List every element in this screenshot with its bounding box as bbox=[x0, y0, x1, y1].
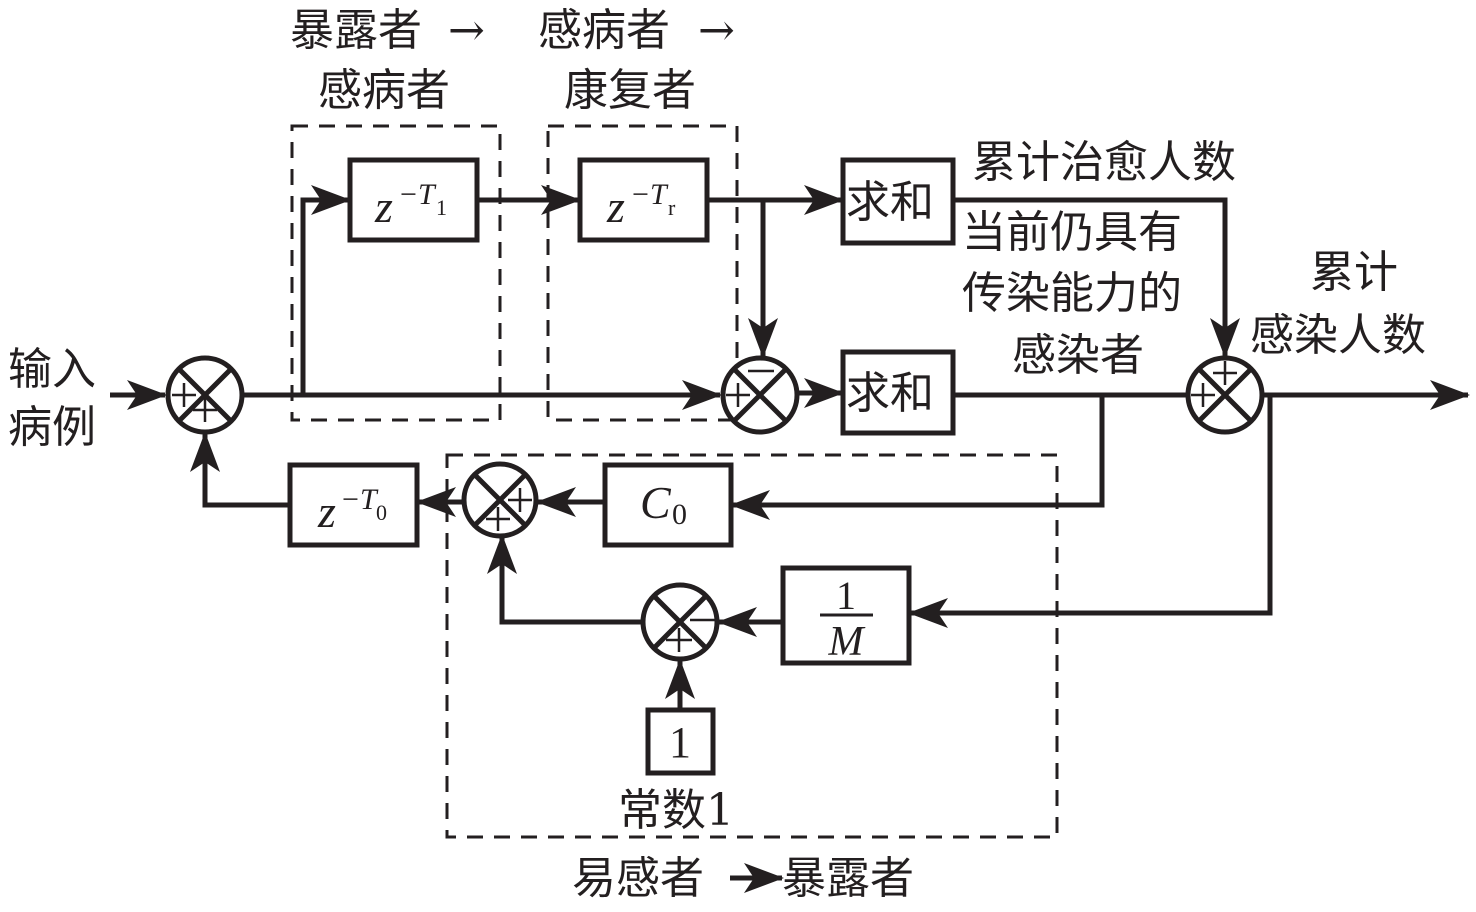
plus-sign-left bbox=[726, 383, 750, 407]
plus-sign-left bbox=[1191, 383, 1215, 407]
plus-sign-top bbox=[1213, 361, 1237, 385]
sick-to-recovered-group-box bbox=[546, 124, 739, 422]
gain-inv-m-denominator: M bbox=[828, 619, 866, 665]
summing-junction-m bbox=[640, 582, 720, 662]
cum-recovered-to-sum-output-line bbox=[953, 197, 1240, 358]
gain-inv-m-numerator: 1 bbox=[836, 573, 856, 618]
delay-tr-exp-sub: r bbox=[668, 195, 676, 220]
cumulative-recovered-label: 累计治愈人数 bbox=[972, 137, 1236, 188]
stage2-arrow-glyph: → bbox=[698, 5, 735, 56]
constant-value: 1 bbox=[669, 718, 691, 767]
delay-t0-base: z bbox=[317, 486, 336, 537]
constant-block: 1 bbox=[645, 707, 716, 776]
delay-t0-exp-var: T bbox=[360, 483, 379, 516]
stage1-label-line2: 感病者 bbox=[318, 65, 450, 116]
infectious-to-c0-line bbox=[730, 395, 1105, 520]
input-label-line2: 病例 bbox=[8, 402, 96, 453]
branch-to-delay-t1 bbox=[300, 185, 351, 395]
stage3-label-to: 暴露者 bbox=[782, 853, 914, 904]
input-label-line1: 输入 bbox=[8, 344, 96, 395]
delay-t1-exp-sign: − bbox=[400, 178, 417, 211]
delay-tr-exp-sign: − bbox=[632, 178, 649, 211]
delay-tr-exp-var: T bbox=[650, 178, 669, 211]
plus-sign-left bbox=[172, 383, 196, 407]
cumulative-infected-label-line2: 感染人数 bbox=[1250, 310, 1426, 361]
summing-junction-output bbox=[1185, 355, 1265, 435]
cumulative-infected-label-line1: 累计 bbox=[1310, 247, 1398, 298]
summing-junction-difference bbox=[720, 355, 800, 435]
stage1-arrow-glyph: → bbox=[448, 5, 485, 56]
output-to-inv-m-line bbox=[908, 395, 1273, 628]
delay-block-tr: z − T r bbox=[577, 157, 710, 243]
summing-junction-input bbox=[165, 355, 245, 435]
sum-m-to-sum-c0-line bbox=[487, 534, 642, 625]
stage2-label-line1: 感病者 bbox=[538, 5, 670, 56]
delay-t0-exp-sub: 0 bbox=[376, 500, 387, 525]
current-infectious-label-line1: 当前仍具有 bbox=[962, 207, 1182, 258]
gain-c0-var: C bbox=[640, 477, 672, 528]
sum-block-top: 求和 bbox=[840, 157, 956, 246]
delay-t1-base: z bbox=[374, 181, 393, 232]
sum-block-mid: 求和 bbox=[840, 349, 956, 436]
susceptible-to-exposed-group-box bbox=[445, 453, 1059, 839]
plus-sign-bottom bbox=[193, 398, 217, 422]
exposed-to-sick-group-box bbox=[290, 124, 502, 422]
constant-label: 常数1 bbox=[618, 785, 734, 836]
stage3-label-from: 易感者 bbox=[572, 853, 704, 904]
gain-block-c0: C 0 bbox=[602, 462, 734, 548]
stage1-label-line1: 暴露者 bbox=[290, 5, 422, 56]
delay-block-t0: z − T 0 bbox=[287, 462, 420, 548]
gain-block-inv-m: 1 M bbox=[780, 565, 912, 666]
current-infectious-label-line2: 传染能力的 bbox=[962, 268, 1182, 319]
delay-t0-to-sum-input-line bbox=[190, 432, 290, 508]
delay-t0-exp-sign: − bbox=[342, 483, 359, 516]
delay-block-t1: z − T 1 bbox=[347, 157, 480, 243]
plus-sign-bottom bbox=[666, 628, 692, 652]
sum-top-label: 求和 bbox=[846, 177, 934, 228]
current-infectious-label-line3: 感染者 bbox=[1012, 330, 1144, 381]
stage2-label-line2: 康复者 bbox=[564, 65, 696, 116]
summing-junction-c0 bbox=[461, 461, 539, 539]
sum-mid-label: 求和 bbox=[846, 368, 934, 419]
delay-t1-exp-sub: 1 bbox=[436, 195, 447, 220]
gain-c0-sub: 0 bbox=[672, 498, 687, 531]
plus-sign-bottom bbox=[486, 507, 510, 531]
plus-sign-right bbox=[508, 488, 532, 512]
delay-tr-base: z bbox=[606, 181, 625, 232]
delay-t1-exp-var: T bbox=[418, 178, 437, 211]
